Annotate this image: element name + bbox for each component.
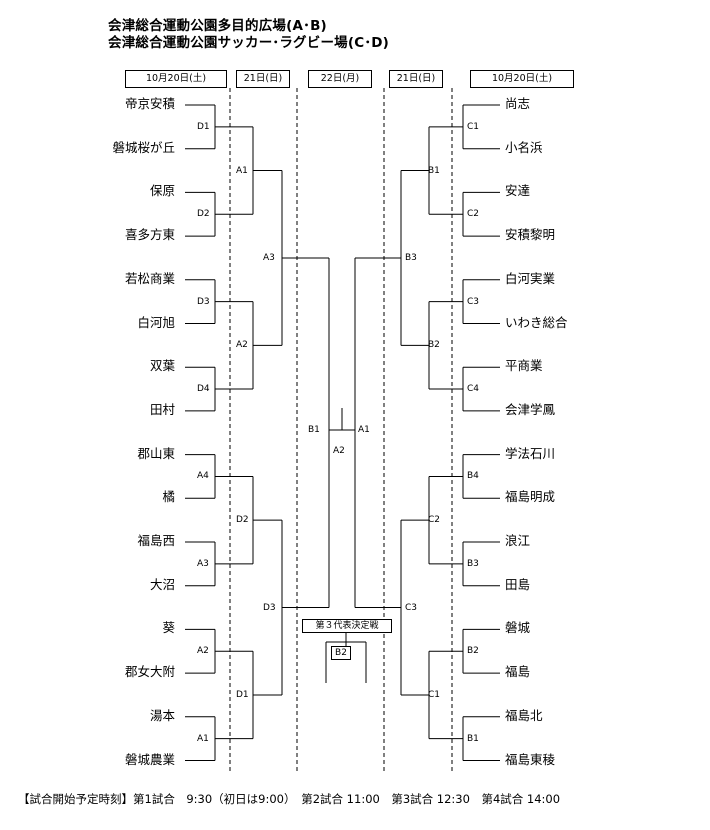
header-day1-right: 10月20日(土)	[470, 70, 574, 88]
game-label: D2	[197, 209, 210, 220]
game-label: A1	[236, 165, 248, 176]
venue-title-2: 会津総合運動公園サッカー･ラグビー場(C･D)	[108, 35, 390, 51]
header-day1-left: 10月20日(土)	[125, 70, 227, 88]
game-label: B2	[467, 646, 479, 657]
team-left: 磐城桜が丘	[112, 139, 175, 155]
game-label: B1	[308, 425, 320, 435]
team-right: 福島東稜	[505, 751, 556, 767]
game-label: A2	[333, 446, 345, 456]
team-left: 郡女大附	[124, 664, 175, 680]
game-label: A1	[358, 425, 370, 435]
game-label: C1	[428, 689, 441, 700]
team-right: 学法石川	[505, 445, 556, 461]
game-label: B3	[467, 558, 479, 569]
team-left: 橘	[162, 489, 175, 505]
team-left: 大沼	[149, 576, 175, 592]
team-right: 浪江	[505, 533, 531, 548]
game-label: C4	[467, 384, 480, 395]
game-label: A3	[197, 558, 209, 569]
team-right: 白河実業	[505, 270, 556, 286]
team-right: 福島	[505, 664, 531, 680]
team-left: 喜多方東	[124, 227, 175, 243]
venue-title-1: 会津総合運動公園多目的広場(A･B)	[108, 18, 327, 34]
team-right: 小名浜	[505, 139, 543, 155]
game-label: B3	[405, 252, 417, 263]
game-label: A1	[197, 733, 209, 744]
team-left: 帝京安積	[124, 96, 175, 111]
team-left: 葵	[162, 620, 175, 636]
game-label: D1	[236, 689, 249, 700]
team-right: 会津学鳳	[505, 401, 556, 417]
team-right: 安積黎明	[505, 227, 556, 243]
game-label: D3	[197, 296, 210, 307]
team-left: 福島西	[137, 533, 175, 548]
game-label: A3	[263, 252, 275, 263]
game-label: B4	[467, 471, 479, 482]
team-left: 白河旭	[137, 314, 175, 330]
game-label: A2	[236, 340, 248, 351]
header-day2-left: 21日(日)	[236, 70, 290, 88]
game-label: A2	[197, 646, 209, 657]
team-left: 保原	[149, 183, 175, 199]
team-right: 尚志	[505, 96, 531, 111]
game-label: C2	[467, 209, 480, 220]
header-day2-right: 21日(日)	[389, 70, 443, 88]
team-left: 若松商業	[124, 270, 175, 286]
game-label: D3	[263, 602, 276, 613]
game-label: C1	[467, 121, 480, 132]
game-label: B2	[428, 340, 440, 351]
team-right: 平商業	[505, 358, 543, 374]
game-label: B1	[467, 733, 479, 744]
team-right: 磐城	[505, 620, 531, 636]
game-label: C3	[405, 602, 418, 613]
game-label: D4	[197, 384, 210, 395]
team-left: 田村	[149, 401, 175, 417]
header-day3: 22日(月)	[308, 70, 372, 88]
game-label: B1	[428, 165, 440, 176]
team-left: 双葉	[149, 358, 175, 374]
game-label: D2	[236, 515, 249, 526]
game-label: C3	[467, 296, 480, 307]
third-place-game: B2	[331, 646, 351, 660]
team-left: 郡山東	[137, 445, 175, 461]
team-right: 田島	[505, 576, 531, 592]
team-right: 福島明成	[505, 489, 556, 505]
third-place-label: 第３代表決定戦	[302, 619, 392, 633]
team-right: 福島北	[505, 707, 543, 723]
game-label: C2	[428, 515, 441, 526]
team-left: 磐城農業	[124, 751, 175, 767]
team-left: 湯本	[149, 707, 175, 723]
team-right: 安達	[505, 183, 531, 199]
game-label: D1	[197, 121, 210, 132]
schedule-note: 【試合開始予定時刻】第1試合 9:30（初日は9:00） 第2試合 11:00 …	[18, 792, 561, 806]
game-label: A4	[197, 471, 209, 482]
team-right: いわき総合	[505, 314, 568, 330]
